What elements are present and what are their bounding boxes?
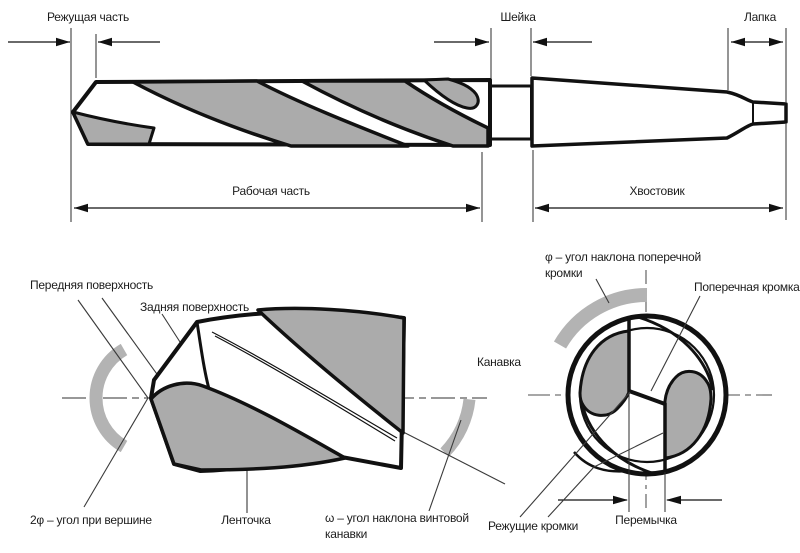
label-flank-face: Задняя поверхность (140, 300, 250, 314)
land-curve-bottom (580, 403, 656, 476)
label-shank: Хвостовик (629, 184, 685, 198)
flank-divider (195, 321, 211, 390)
tip-flute-facet (71, 110, 156, 146)
drill-point-view (62, 297, 506, 513)
label-helix-angle: ω – угол наклона винтовой канавки (325, 511, 469, 541)
label-margin: Ленточка (221, 513, 271, 527)
label-working-part: Рабочая часть (232, 184, 310, 198)
label-chisel-edge: Поперечная кромка (694, 280, 800, 294)
dimension-extension-lines (70, 28, 787, 222)
chisel-angle-arc (553, 287, 648, 349)
label-chisel-edge-angle: φ – угол наклона поперечной кромки (545, 250, 701, 280)
flute-stripe-1 (131, 79, 410, 148)
flute-runout (422, 77, 480, 110)
web-extension-lines (628, 392, 666, 512)
margin-line-1 (211, 331, 398, 439)
end-view-leaders (519, 278, 701, 518)
label-web: Перемычка (615, 513, 677, 527)
end-view-details (573, 315, 715, 476)
label-neck: Шейка (500, 10, 536, 24)
label-point-angle: 2φ – угол при вершине (30, 513, 152, 527)
flute-stripe-2 (300, 79, 490, 148)
label-flute: Канавка (477, 355, 521, 369)
label-cutting-part: Режущая часть (47, 10, 129, 24)
point-view-drawing (149, 306, 406, 473)
helix-angle-arc (440, 398, 476, 457)
land-curve-heel (573, 451, 629, 473)
label-rake-face: Передняя поверхность (30, 278, 154, 292)
point-angle-arc (89, 343, 128, 453)
dimension-lines (8, 37, 783, 505)
label-cutting-edges: Режущие кромки (488, 519, 579, 533)
end-flute-right-gray (663, 369, 713, 460)
land-curve-top (637, 315, 715, 391)
drill-shank (530, 76, 788, 148)
chisel-edge-line (628, 389, 666, 406)
label-tang: Лапка (744, 10, 776, 24)
drill-side-view (71, 76, 788, 148)
drill-neck (489, 84, 533, 141)
margin-line-2 (214, 335, 396, 442)
upper-flute-gray (256, 306, 406, 435)
lower-flute-gray (149, 381, 347, 472)
drill-end-view (519, 270, 772, 518)
